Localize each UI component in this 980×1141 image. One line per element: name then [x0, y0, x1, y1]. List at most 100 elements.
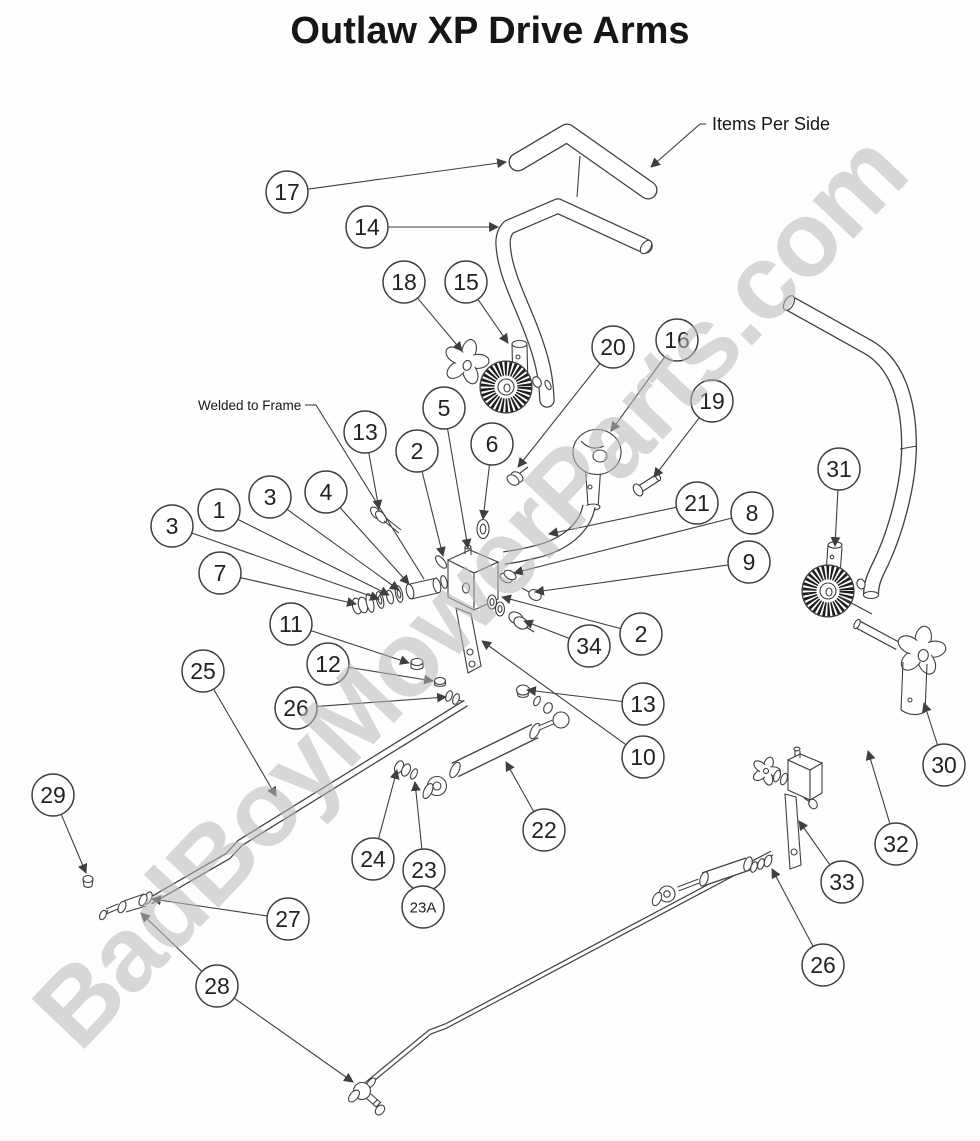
callout-label-21: 21 [684, 490, 710, 516]
callout-circle-10[interactable] [621, 735, 665, 779]
callout-5[interactable]: 5 [422, 386, 466, 430]
callout-circle-4[interactable] [304, 470, 348, 514]
callout-21[interactable]: 21 [675, 481, 719, 525]
callout-9[interactable]: 9 [727, 540, 771, 584]
callout-26[interactable]: 26 [274, 686, 318, 730]
callout-3[interactable]: 3 [150, 504, 194, 548]
callout-circle-18[interactable] [382, 260, 426, 304]
welded-to-frame-label: Welded to Frame [198, 398, 301, 413]
callout-24[interactable]: 24 [351, 837, 395, 881]
callout-28[interactable]: 28 [195, 964, 239, 1008]
callout-label-11: 11 [279, 611, 303, 637]
callout-circle-12[interactable] [306, 642, 350, 686]
leader-line-2 [421, 471, 446, 557]
leader-line-11 [310, 630, 410, 665]
callout-30[interactable]: 30 [922, 743, 966, 787]
callout-circle-23A[interactable] [401, 885, 445, 929]
callout-label-33: 33 [829, 869, 855, 895]
callout-circle-7[interactable] [198, 551, 242, 595]
callout-14[interactable]: 14 [345, 205, 389, 249]
callout-circle-2[interactable] [395, 429, 439, 473]
callout-circle-28[interactable] [195, 964, 239, 1008]
callout-circle-17[interactable] [265, 170, 309, 214]
callout-10[interactable]: 10 [621, 735, 665, 779]
callout-circle-31[interactable] [817, 447, 861, 491]
callout-circle-25[interactable] [181, 649, 225, 693]
callout-1[interactable]: 1 [197, 488, 241, 532]
callout-22[interactable]: 22 [522, 808, 566, 852]
leader-line-4 [339, 507, 410, 585]
callout-circle-8[interactable] [730, 491, 774, 535]
callout-circle-15[interactable] [444, 260, 488, 304]
callout-25[interactable]: 25 [181, 649, 225, 693]
callout-12[interactable]: 12 [306, 642, 350, 686]
callout-33[interactable]: 33 [820, 860, 864, 904]
callout-circle-1[interactable] [197, 488, 241, 532]
callout-circle-20[interactable] [591, 325, 635, 369]
leader-line-31 [830, 489, 841, 547]
callout-label-18: 18 [391, 269, 417, 295]
callout-2[interactable]: 2 [395, 429, 439, 473]
callout-11[interactable]: 11 [269, 602, 313, 646]
callout-circle-33[interactable] [820, 860, 864, 904]
nylock-nut [515, 684, 531, 699]
callout-circle-29[interactable] [31, 773, 75, 817]
callout-3[interactable]: 3 [248, 475, 292, 519]
callout-circle-21[interactable] [675, 481, 719, 525]
callout-circle-13[interactable] [343, 410, 387, 454]
callout-19[interactable]: 19 [690, 379, 734, 423]
callout-4[interactable]: 4 [304, 470, 348, 514]
callout-circle-9[interactable] [727, 540, 771, 584]
leader-line-34 [523, 619, 570, 639]
callout-circle-2[interactable] [619, 612, 663, 656]
callout-20[interactable]: 20 [591, 325, 635, 369]
leader-line-26 [771, 868, 814, 947]
callout-17[interactable]: 17 [265, 170, 309, 214]
callout-circle-32[interactable] [874, 822, 918, 866]
callout-circle-27[interactable] [266, 897, 310, 941]
callout-16[interactable]: 16 [655, 318, 699, 362]
callout-2[interactable]: 2 [619, 612, 663, 656]
callout-13[interactable]: 13 [343, 410, 387, 454]
callout-circle-34[interactable] [567, 624, 611, 668]
callout-circle-16[interactable] [655, 318, 699, 362]
callout-circle-13[interactable] [621, 682, 665, 726]
callout-31[interactable]: 31 [817, 447, 861, 491]
curved-arm [503, 504, 596, 565]
callout-circle-30[interactable] [922, 743, 966, 787]
callout-circle-6[interactable] [470, 422, 514, 466]
callout-label-3: 3 [264, 484, 277, 510]
callout-18[interactable]: 18 [382, 260, 426, 304]
callout-23A[interactable]: 23A [401, 885, 445, 929]
adjuster-knob-left [445, 339, 490, 385]
callout-13[interactable]: 13 [621, 682, 665, 726]
tie-rod-right [651, 856, 753, 907]
callout-circle-3[interactable] [248, 475, 292, 519]
callout-circle-24[interactable] [351, 837, 395, 881]
callout-label-28: 28 [204, 973, 230, 999]
callout-circle-14[interactable] [345, 205, 389, 249]
callout-circle-3[interactable] [150, 504, 194, 548]
callout-6[interactable]: 6 [470, 422, 514, 466]
pivot-bolt-upper [506, 466, 529, 486]
callout-circle-19[interactable] [690, 379, 734, 423]
leader-line-27 [151, 895, 268, 917]
callout-26[interactable]: 26 [801, 943, 845, 987]
callout-circle-5[interactable] [422, 386, 466, 430]
callout-29[interactable]: 29 [31, 773, 75, 817]
callout-label-22: 22 [531, 817, 557, 843]
callout-circle-22[interactable] [522, 808, 566, 852]
callout-15[interactable]: 15 [444, 260, 488, 304]
callout-circle-26[interactable] [274, 686, 318, 730]
callout-27[interactable]: 27 [266, 897, 310, 941]
callout-circle-11[interactable] [269, 602, 313, 646]
callout-label-17: 17 [274, 179, 300, 205]
callout-7[interactable]: 7 [198, 551, 242, 595]
callout-23[interactable]: 23 [402, 848, 446, 892]
callout-32[interactable]: 32 [874, 822, 918, 866]
callout-34[interactable]: 34 [567, 624, 611, 668]
callout-circle-26[interactable] [801, 943, 845, 987]
callout-label-32: 32 [883, 831, 909, 857]
callout-8[interactable]: 8 [730, 491, 774, 535]
leader-line-2 [501, 594, 621, 630]
